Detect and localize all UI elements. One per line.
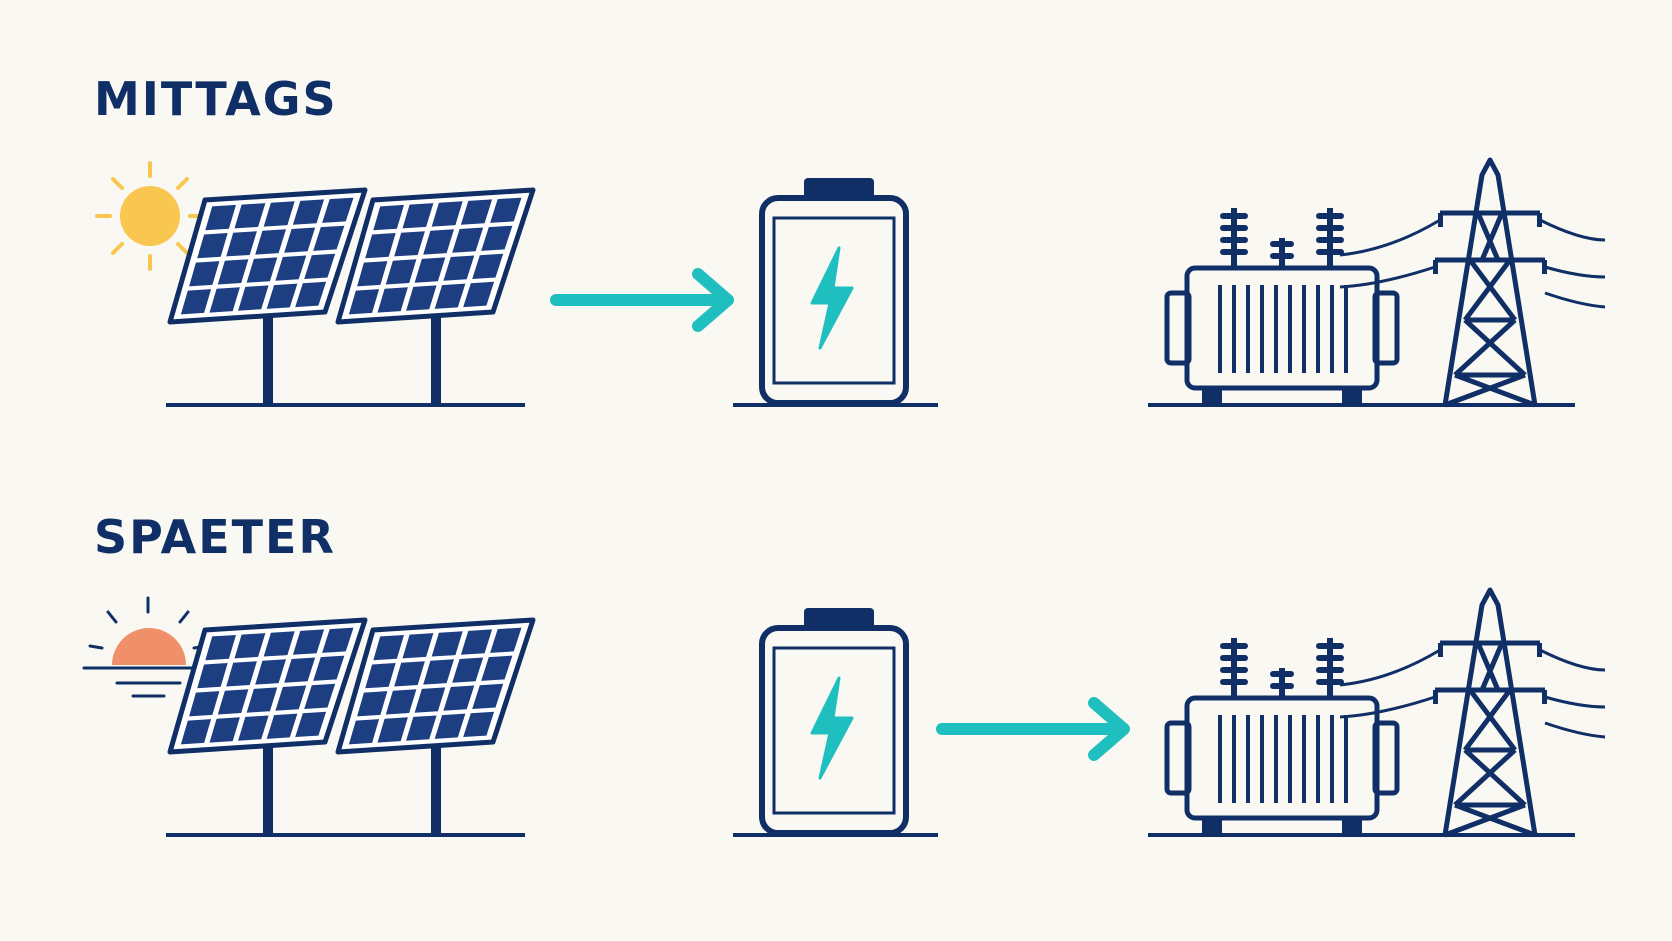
solar-panel-cells-top [180,197,522,315]
solar-cell [481,225,513,251]
solar-cell [313,655,345,681]
solar-cell [377,287,408,313]
solar-cell [490,627,522,653]
solar-cell [385,259,417,285]
solar-cell [472,253,504,279]
solar-cell [443,685,475,711]
solar-cell [284,657,316,683]
solar-cell [284,227,316,253]
solar-cell [434,283,466,309]
solar-cell [313,225,345,251]
solar-cell [205,635,236,661]
solar-cell [481,655,513,681]
solar-cell [197,663,228,689]
solar-panels-bottom [166,620,533,835]
solar-cell [431,201,463,227]
solar-cell [377,717,408,743]
solar-cell [304,683,336,709]
solar-panel-cells-bottom [180,627,522,745]
solar-cell [431,631,463,657]
solar-cell [460,199,493,225]
solar-cell [226,231,257,257]
solar-cell [414,687,446,713]
solar-cell [322,197,354,223]
solar-cell [490,197,522,223]
row-label-later: SPAETER [94,510,336,564]
solar-cell [460,629,493,655]
solar-cell [246,687,278,713]
solar-cell [238,715,269,741]
solar-cell [295,711,327,737]
solar-cell [263,631,295,657]
solar-cell [226,661,257,687]
solar-cell [357,261,388,287]
solar-cell [406,715,437,741]
solar-cell [357,691,388,717]
solar-cell [463,281,495,308]
solar-cell [365,663,396,689]
solar-cell [385,689,417,715]
solar-cell [472,683,504,709]
solar-cell [434,713,466,739]
solar-cell [292,629,325,655]
solar-cell [217,259,249,285]
solar-cell [304,253,336,279]
solar-cell [348,719,380,745]
solar-cell [246,257,278,283]
solar-cell [180,289,212,315]
solar-cell [275,685,307,711]
transformer-icon-bottom [1167,638,1397,833]
solar-cell [197,233,228,259]
solar-cell [209,717,240,743]
solar-cell [234,633,266,659]
solar-cell [263,201,295,227]
solar-cell [189,691,220,717]
solar-cell [266,713,298,739]
sunset-icon [82,596,214,698]
solar-cell [255,659,286,685]
row-label-midday: MITTAGS [94,72,338,126]
solar-cell [463,711,495,737]
solar-cell [180,719,212,745]
solar-cell [189,261,220,287]
solar-cell [295,281,327,308]
solar-cell [209,287,240,313]
solar-cell [406,285,437,311]
power-pylon-icon-bottom [1340,590,1605,835]
solar-cell [255,229,286,255]
solar-cell [348,289,380,315]
solar-cell [365,233,396,259]
solar-cell [373,635,404,661]
solar-cell [414,257,446,283]
solar-cell [373,204,404,231]
solar-cell [423,659,454,685]
solar-cell [394,661,425,687]
flow-arrow-solar-to-battery [550,268,734,332]
solar-cell [443,255,475,281]
solar-cell [238,285,269,311]
flow-arrow-battery-to-grid [936,697,1130,761]
solar-cell [217,689,249,715]
solar-cell [292,199,325,225]
solar-cell [394,231,425,257]
solar-panels-top [166,190,533,405]
solar-cell [275,255,307,281]
solar-cell [452,227,484,253]
solar-cell [322,627,354,653]
solar-cell [234,203,266,229]
solar-cell [266,283,298,309]
power-pylon-icon-top [1340,160,1605,405]
solar-cell [402,633,434,659]
midday-sun-icon [95,161,205,271]
transformer-icon-top [1167,208,1397,403]
solar-cell [452,657,484,683]
solar-cell [402,203,434,229]
battery-icon-bottom [733,608,938,837]
solar-cell [205,204,236,231]
battery-icon-top [733,178,938,407]
solar-cell [423,229,454,255]
